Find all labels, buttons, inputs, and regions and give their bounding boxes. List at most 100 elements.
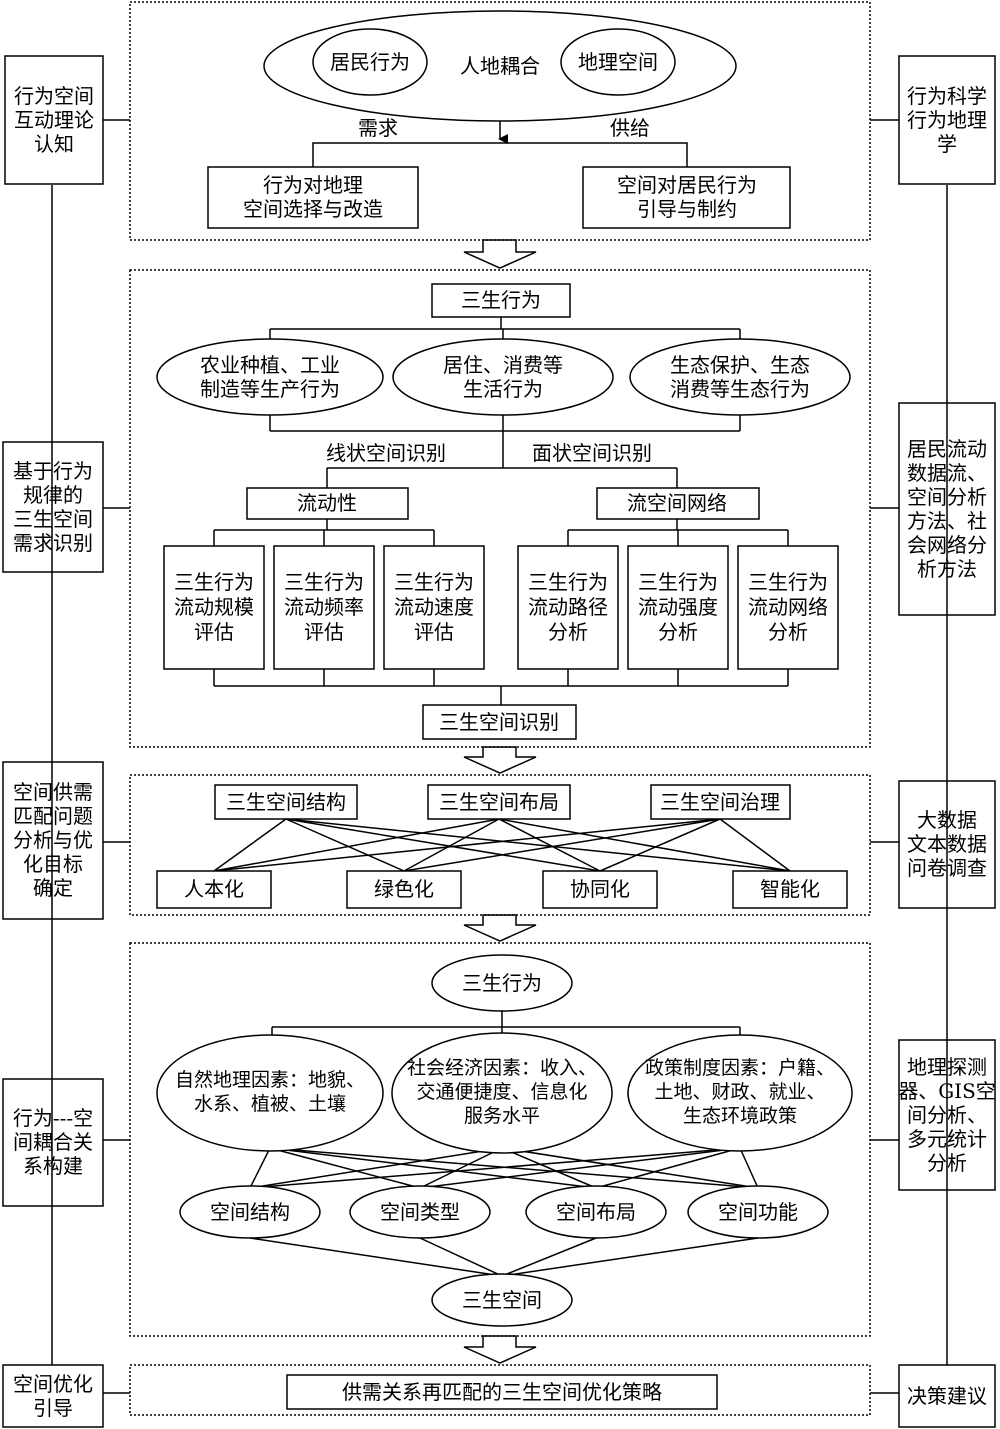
link	[498, 818, 601, 872]
link	[501, 1237, 597, 1277]
right-box-2	[898, 402, 996, 616]
supply-label: 供给	[610, 116, 650, 140]
right-sidebar-label: 居民流动	[907, 437, 987, 461]
link	[403, 818, 500, 872]
factor-label: 政策制度因素：户籍、	[645, 1057, 835, 1079]
flow-analysis-label: 三生行为	[174, 570, 254, 594]
left-sidebar-label: 三生空间	[13, 507, 93, 531]
behavior-label: 三生行为	[462, 971, 542, 995]
goal-dimension-label: 三生空间布局	[439, 790, 559, 814]
link	[739, 1147, 759, 1189]
area-space-label: 面状空间识别	[532, 441, 652, 465]
structure-box	[214, 784, 358, 820]
link	[595, 1147, 741, 1189]
flow-analysis-label: 三生行为	[638, 570, 718, 594]
link	[249, 1147, 503, 1189]
left-sidebar-label: 间耦合关	[13, 1130, 93, 1154]
factor-label: 生态环境政策	[683, 1105, 797, 1127]
factor-label: 社会经济因素：收入、	[407, 1057, 597, 1079]
link	[403, 818, 721, 872]
goal-label: 绿色化	[374, 877, 434, 901]
layout-box	[427, 784, 571, 820]
space-identification-box	[422, 704, 577, 740]
synergy-box	[542, 870, 658, 909]
flow-analysis-label: 流动规模	[174, 595, 254, 619]
flow-analysis-label: 流动速度	[394, 595, 474, 619]
behavior-type-label: 农业种植、工业	[200, 353, 340, 377]
right-sidebar-label: 分析	[927, 1151, 967, 1175]
behavior-type-label: 生活行为	[463, 377, 543, 401]
link	[599, 818, 721, 872]
connector	[312, 142, 688, 167]
socioeconomic-factor-ellipse	[391, 1032, 613, 1154]
strategy-label: 供需关系再匹配的三生空间优化策略	[342, 1380, 662, 1404]
flow-analysis-label: 评估	[194, 620, 234, 644]
flow-analysis-label: 评估	[414, 620, 454, 644]
factor-label: 水系、植被、土壤	[194, 1093, 346, 1115]
link	[719, 818, 791, 872]
flow-label: 流动性	[297, 491, 357, 515]
flow-analysis-label: 流动路径	[528, 595, 608, 619]
space-attribute-label: 空间功能	[718, 1200, 798, 1224]
flow-analysis-label: 流动强度	[638, 595, 718, 619]
right-sidebar-label: 器、GIS空	[898, 1079, 996, 1103]
left-sidebar-label: 引导	[33, 1396, 73, 1420]
resident-behavior-ellipse	[312, 28, 428, 96]
link	[419, 1147, 503, 1189]
link	[501, 1147, 597, 1189]
left-sidebar-label: 化目标	[23, 852, 83, 876]
right-box-4	[898, 1039, 996, 1191]
flow-analysis-label: 评估	[304, 620, 344, 644]
left-sidebar-label: 匹配问题	[13, 804, 93, 828]
right-sidebar-label: 学	[937, 132, 957, 156]
right-sidebar-label: 数据流、	[907, 461, 987, 485]
block-arrow	[463, 1335, 537, 1364]
space-guidance-box	[582, 166, 791, 229]
left-sidebar-label: 空间优化	[13, 1372, 93, 1396]
right-sidebar-label: 多元统计	[907, 1127, 987, 1151]
policy-factor-ellipse	[627, 1034, 853, 1152]
link	[269, 1147, 759, 1189]
coupling-label: 人地耦合	[460, 54, 540, 78]
link	[419, 1237, 503, 1277]
goal-dimension-label: 三生空间治理	[660, 790, 780, 814]
link	[285, 818, 601, 872]
left-sidebar-label: 互动理论	[14, 108, 94, 132]
demand-label: 需求	[358, 116, 398, 140]
intelligence-box	[732, 870, 848, 909]
left-box-3	[2, 761, 104, 920]
geo-space-ellipse	[560, 28, 676, 96]
left-sidebar-label: 行为空间	[14, 84, 94, 108]
right-sidebar-label: 决策建议	[907, 1384, 987, 1408]
block-arrow	[463, 239, 537, 269]
flow-analysis-label: 三生行为	[748, 570, 828, 594]
space-guidance-label: 空间对居民行为	[617, 173, 757, 197]
factor-label: 交通便捷度、信息化	[416, 1081, 587, 1103]
behavior-type-label: 消费等生态行为	[670, 377, 810, 401]
left-sidebar-label: 认知	[34, 132, 74, 156]
flow-analysis-label: 三生行为	[394, 570, 474, 594]
section5-frame	[129, 1364, 871, 1416]
behavior-type-label: 制造等生产行为	[200, 377, 340, 401]
space-guidance-label: 引导与制约	[637, 197, 737, 221]
right-sidebar-label: 文本数据	[907, 832, 987, 856]
goal-label: 协同化	[570, 877, 630, 901]
left-box-5	[2, 1364, 104, 1428]
goal-label: 智能化	[760, 877, 820, 901]
link	[213, 818, 721, 872]
network-label: 流空间网络	[627, 491, 727, 515]
link	[249, 1147, 271, 1189]
right-sidebar-label: 方法、社	[907, 509, 987, 533]
left-sidebar-label: 分析与优	[13, 828, 93, 852]
block-arrow	[463, 914, 537, 942]
natural-factor-ellipse	[156, 1034, 384, 1152]
flow-analysis-label: 流动频率	[284, 595, 364, 619]
link	[269, 1147, 421, 1189]
link	[285, 818, 405, 872]
greening-box	[346, 870, 462, 909]
behavior-selection-label: 行为对地理	[263, 173, 363, 197]
humanization-box	[156, 870, 272, 909]
space-attribute-label: 空间结构	[210, 1200, 290, 1224]
right-sidebar-label: 问卷调查	[907, 856, 987, 880]
